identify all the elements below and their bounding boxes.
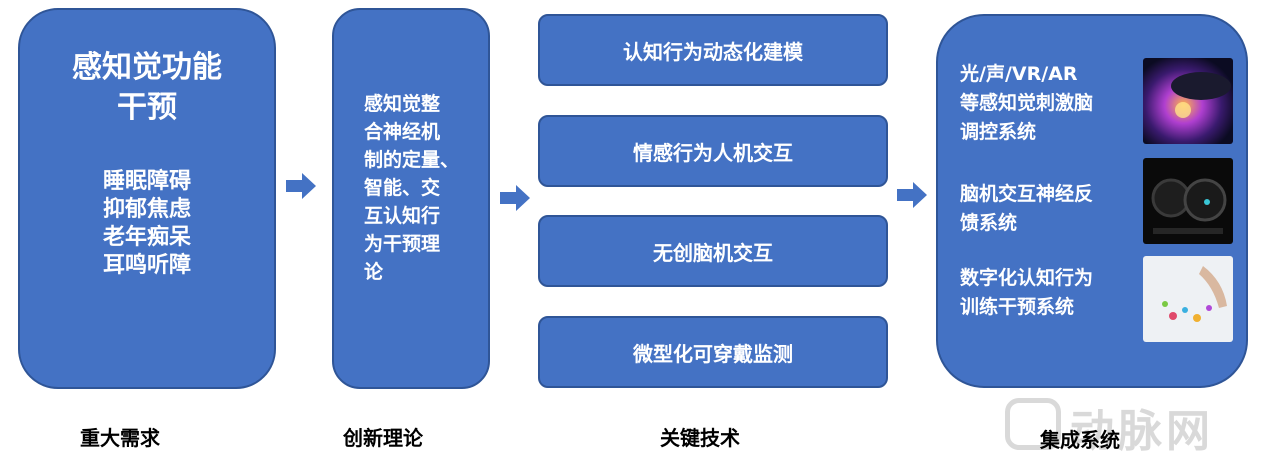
tech-label: 情感行为人机交互 <box>633 140 793 165</box>
tech-label: 无创脑机交互 <box>653 240 773 265</box>
system-line: 等感知觉刺激脑 <box>960 92 1094 114</box>
demand-item-depression: 抑郁焦虑 <box>102 197 191 222</box>
tech-label: 认知行为动态化建模 <box>623 39 803 64</box>
theory-line: 论 <box>364 261 384 283</box>
demand-box: 感知觉功能 干预 睡眠障碍 抑郁焦虑 老年痴呆 耳鸣听障 <box>18 8 276 389</box>
brain-stimulation-image <box>1143 58 1233 144</box>
tech-label: 微型化可穿戴监测 <box>633 341 793 366</box>
system-line: 馈系统 <box>960 212 1018 234</box>
demand-item-sleep: 睡眠障碍 <box>102 169 191 194</box>
demand-title-line1: 感知觉功能 <box>72 50 222 85</box>
system-item-training: 数字化认知行为 训练干预系统 <box>960 264 1145 322</box>
theory-text: 感知觉整 合神经机 制的定量、 智能、交 互认知行 为干预理 论 <box>364 90 482 286</box>
demand-title: 感知觉功能 干预 <box>20 48 274 128</box>
theory-line: 合神经机 <box>364 121 441 143</box>
demand-title-line2: 干预 <box>117 90 177 125</box>
theory-line: 互认知行 <box>364 205 441 227</box>
system-line: 调控系统 <box>960 121 1037 143</box>
bci-headset-image <box>1143 158 1233 244</box>
label-theory: 创新理论 <box>343 426 423 450</box>
system-box: 光/声/VR/AR 等感知觉刺激脑 调控系统 脑机交互神经反 馈系统 数字化认知… <box>936 14 1248 388</box>
label-tech: 关键技术 <box>660 426 740 450</box>
theory-line: 为干预理 <box>364 233 441 255</box>
theory-line: 制的定量、 <box>364 149 460 171</box>
arrow-right-icon <box>500 185 530 211</box>
system-line: 训练干预系统 <box>960 296 1075 318</box>
system-line: 脑机交互神经反 <box>960 183 1094 205</box>
theory-line: 智能、交 <box>364 177 441 199</box>
demand-item-tinnitus: 耳鸣听障 <box>102 253 191 278</box>
system-item-neurofeedback: 脑机交互神经反 馈系统 <box>960 180 1145 238</box>
tech-box-wearable: 微型化可穿戴监测 <box>538 316 888 388</box>
system-line: 数字化认知行为 <box>960 267 1094 289</box>
digital-training-image <box>1143 256 1233 342</box>
tech-box-modeling: 认知行为动态化建模 <box>538 14 888 86</box>
tech-box-bci: 无创脑机交互 <box>538 215 888 287</box>
system-line: 光/声/VR/AR <box>960 63 1078 85</box>
arrow-right-icon <box>897 182 927 208</box>
tech-box-hci: 情感行为人机交互 <box>538 115 888 187</box>
watermark-logo-icon <box>1005 398 1061 450</box>
label-system: 集成系统 <box>1040 428 1120 452</box>
theory-line: 感知觉整 <box>364 93 441 115</box>
watermark-text: 动脉网 <box>1070 406 1214 457</box>
label-demand: 重大需求 <box>80 426 160 450</box>
demand-items: 睡眠障碍 抑郁焦虑 老年痴呆 耳鸣听障 <box>20 168 274 280</box>
arrow-right-icon <box>286 173 316 199</box>
system-item-stimulation: 光/声/VR/AR 等感知觉刺激脑 调控系统 <box>960 60 1145 147</box>
demand-item-dementia: 老年痴呆 <box>102 225 191 250</box>
theory-box: 感知觉整 合神经机 制的定量、 智能、交 互认知行 为干预理 论 <box>332 8 490 389</box>
